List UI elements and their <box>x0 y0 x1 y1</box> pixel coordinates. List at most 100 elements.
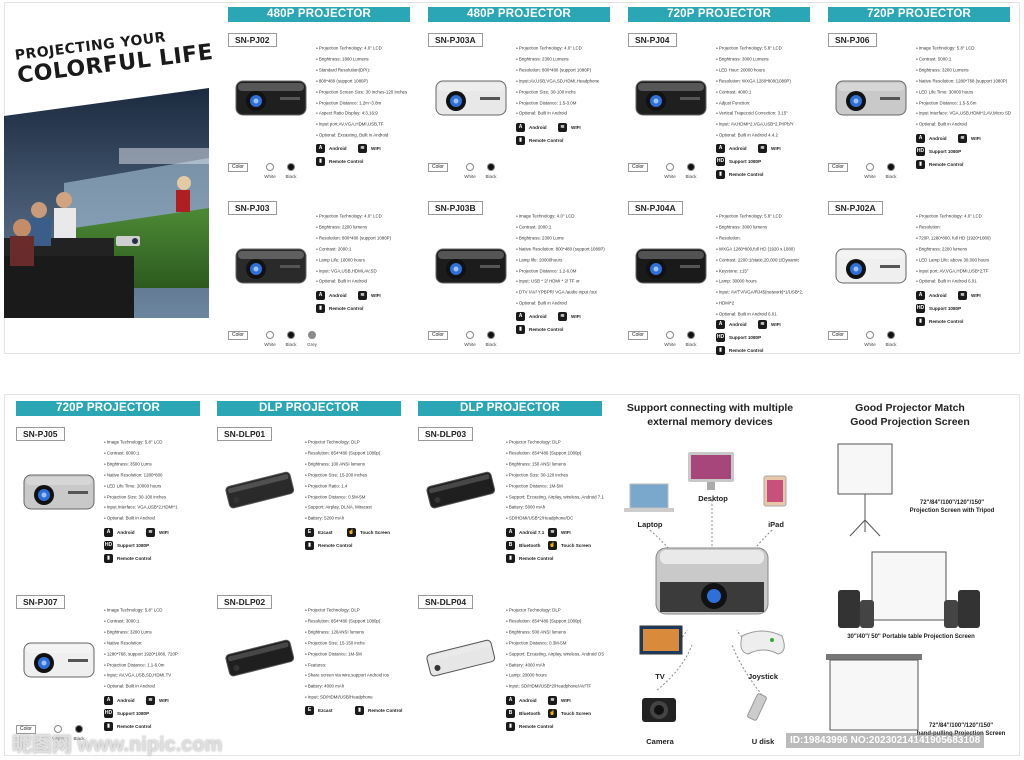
spec-list: Projector Technology: DLPResolution: 854… <box>506 437 614 524</box>
joystick-icon <box>740 630 785 655</box>
spec-item: Lamp: 20000 hours <box>506 670 614 681</box>
feature-item: ≋WIFI <box>146 527 169 537</box>
product-card: SN-PJ03AProjection Technology: 4.0" LCDB… <box>428 33 623 203</box>
color-name: Black <box>73 736 85 741</box>
header-dlp-a: DLP PROJECTOR <box>217 401 401 416</box>
color-swatch-black <box>887 163 895 171</box>
projector-image <box>225 471 295 509</box>
color-swatch-black <box>487 163 495 171</box>
color-swatch-grey <box>308 331 316 339</box>
model-label: SN-PJ03 <box>228 201 277 215</box>
feature-label: Support 1080P <box>729 159 762 164</box>
color-swatch-black <box>687 331 695 339</box>
color-name: White <box>664 342 676 347</box>
feature-item: ▮Remote Control <box>716 345 763 355</box>
model-label: SN-PJ02A <box>828 201 883 215</box>
color-swatch-white <box>666 331 674 339</box>
color-label: Color <box>428 331 448 340</box>
feature-label: Remote Control <box>117 555 152 561</box>
remote-control-icon: ▮ <box>916 317 925 326</box>
feature-item: ▮Remote Control <box>355 706 402 716</box>
spec-item: Projection Distance: 1.5-5.6m <box>916 98 1024 109</box>
feature-label: WIFI <box>561 697 571 703</box>
screen-label-2: 30"/40"/ 50" Portable table Projection S… <box>847 634 975 640</box>
feature-item: ≋WIFI <box>558 312 581 322</box>
feature-label: Android <box>529 125 547 130</box>
spec-item: Resolution: 800*480 (support 1080P) <box>316 233 424 244</box>
color-name: Black <box>885 342 897 347</box>
feature-item: ≋WIFI <box>358 144 381 154</box>
product-card: SN-DLP04Projector Technology: DLPResolut… <box>418 595 613 760</box>
spec-item: Standard Resolution(DPI): <box>316 65 424 76</box>
feature-item: ▮Remote Control <box>516 325 563 335</box>
android-icon: A <box>516 312 525 321</box>
spec-item: Projector Technology: DLP <box>506 605 614 616</box>
android-icon: A <box>104 527 113 537</box>
spec-item: DTV /AV/ YPBPR/ VGA /audio input /out <box>516 287 624 298</box>
spec-item: WXGA 1280*800,full HD (1920 x 1080) <box>716 244 824 255</box>
udisk-icon <box>747 693 767 721</box>
spec-item: Resolution: 854*480 (Support 1080p) <box>305 616 413 627</box>
model-label: SN-PJ06 <box>828 33 877 47</box>
android-icon: A <box>316 291 325 300</box>
spec-item: Brightness: 3200 Lums <box>104 627 212 638</box>
wifi-icon: ≋ <box>548 527 557 537</box>
android-icon: A <box>916 133 925 143</box>
projector-image <box>835 80 907 116</box>
spec-item: Input: AV/TV/VGA/RJ45(network)*1/USB*2, <box>716 287 824 298</box>
feature-item: ▮Remote Control <box>506 553 553 563</box>
projector-image <box>235 80 307 116</box>
color-name: Grey <box>307 342 317 347</box>
spec-item: Projection Size: 15-200 inches <box>305 470 413 481</box>
feature-label: WIFI <box>971 293 981 298</box>
spec-item: Input port: AV,VGA,HDMI,USB*2,TF <box>916 266 1024 277</box>
color-swatch-white <box>466 163 474 171</box>
spec-item: Resolution: <box>716 233 824 244</box>
spec-list: Projection Technology: 5.8" LCDBrightnes… <box>716 43 824 141</box>
spec-item: Projection Distance: 0.3M-5M <box>506 638 614 649</box>
color-name: Black <box>685 174 697 179</box>
feature-item: ▮Remote Control <box>916 317 963 327</box>
spec-item: Projector Technology: DLP <box>305 605 413 616</box>
spec-item: Native Resolution: <box>104 638 212 649</box>
feature-item: ≋WIFI <box>548 695 571 705</box>
product-card: SN-PJ04AProjection Technology: 5.8" LCDB… <box>628 201 823 371</box>
feature-label: Remote Control <box>329 159 364 164</box>
spec-item: Lamp life: 20000hours <box>516 255 624 266</box>
spec-item: Projection Distance: 1.5-3.0M <box>516 98 624 109</box>
color-name: White <box>864 174 876 179</box>
feature-item: ▮Remote Control <box>916 159 963 169</box>
model-label: SN-DLP01 <box>217 427 273 441</box>
spec-item: Projection Distance: 0.5M-5M <box>305 492 413 503</box>
color-name: Black <box>885 174 897 179</box>
screen-label-1-size: 72"/84"/100"/120"/150" <box>919 500 985 506</box>
feature-label: Support 1080P <box>117 710 150 716</box>
feature-label: Remote Control <box>529 327 564 332</box>
color-name: White <box>52 736 64 741</box>
spec-item: Projection Distance: 1M-5M <box>305 649 413 660</box>
feature-item: ≋WIFI <box>558 123 581 133</box>
spec-item: Native Resolution: 800*480 (support 1080… <box>516 244 624 255</box>
device-tv: TV <box>655 672 665 681</box>
spec-item: Battery: 5200 mAh <box>305 513 413 524</box>
spec-item: Battery: 5000 mAh <box>506 502 614 513</box>
screen-label-3-size: 72"/84"/100"/120"/150" <box>928 723 994 729</box>
color-swatch-black <box>75 725 83 733</box>
spec-item: Contrast: 5000:1 <box>916 54 1024 65</box>
spec-item: Projection Distance: 1.1-6.0m <box>104 660 212 671</box>
feature-item: ≋WIFI <box>758 319 781 329</box>
device-joystick: Joystick <box>747 672 779 681</box>
model-label: SN-PJ04A <box>628 201 683 215</box>
android-icon: A <box>516 123 525 132</box>
